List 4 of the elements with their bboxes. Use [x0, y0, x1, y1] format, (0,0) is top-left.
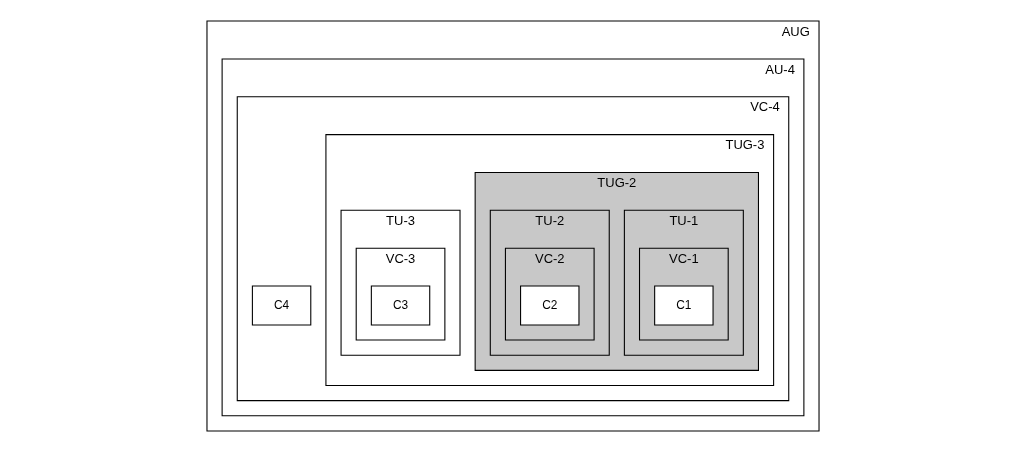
node-box: C2	[519, 285, 579, 326]
node-box: C4	[251, 285, 311, 326]
node-box: C3	[370, 285, 430, 326]
node-box: C1	[653, 285, 714, 326]
